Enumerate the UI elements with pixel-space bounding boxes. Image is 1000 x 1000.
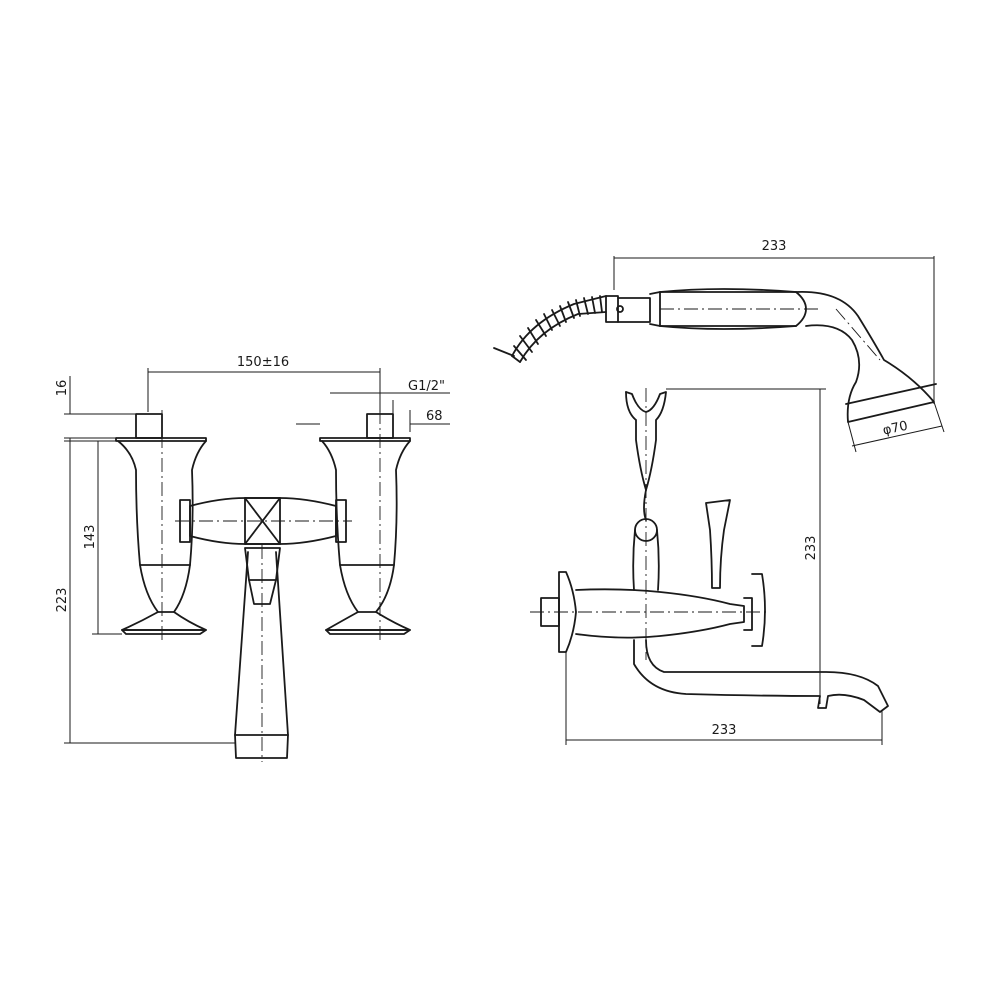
label-16: 16 xyxy=(55,380,70,397)
holder xyxy=(625,388,667,660)
dim-total-height: 223 xyxy=(55,440,235,744)
dim-inlet: 68 xyxy=(296,409,450,432)
crossbar xyxy=(175,497,352,545)
label-phi70: φ70 xyxy=(881,419,909,439)
hose xyxy=(493,295,607,363)
dim-body-height: 143 xyxy=(83,440,122,635)
label-233-top: 233 xyxy=(762,239,787,254)
dim-spout-projection: 233 xyxy=(565,652,883,745)
label-thread: G1/2" xyxy=(408,379,445,394)
spout xyxy=(234,545,289,762)
left-column xyxy=(115,410,207,640)
label-233-right: 233 xyxy=(804,536,819,561)
dim-thread: G1/2" xyxy=(330,379,450,414)
right-column xyxy=(319,410,411,640)
label-233-bottom: 233 xyxy=(712,723,737,738)
hand-shower xyxy=(605,288,937,423)
label-223: 223 xyxy=(55,588,70,613)
dim-spacing: 150±16 xyxy=(147,355,381,412)
lever xyxy=(705,499,731,589)
dim-height: 233 xyxy=(666,388,826,704)
side-spout xyxy=(633,639,889,713)
side-view: 233 φ70 233 233 xyxy=(493,239,945,745)
label-68: 68 xyxy=(426,409,443,424)
label-143: 143 xyxy=(83,525,98,550)
front-view: 150±16 16 G1/2" 68 14 xyxy=(55,355,450,762)
label-150-16: 150±16 xyxy=(237,355,289,370)
dim-handshower-length: 233 xyxy=(613,239,935,404)
dim-head-diameter: φ70 xyxy=(847,401,945,453)
body xyxy=(530,571,770,653)
